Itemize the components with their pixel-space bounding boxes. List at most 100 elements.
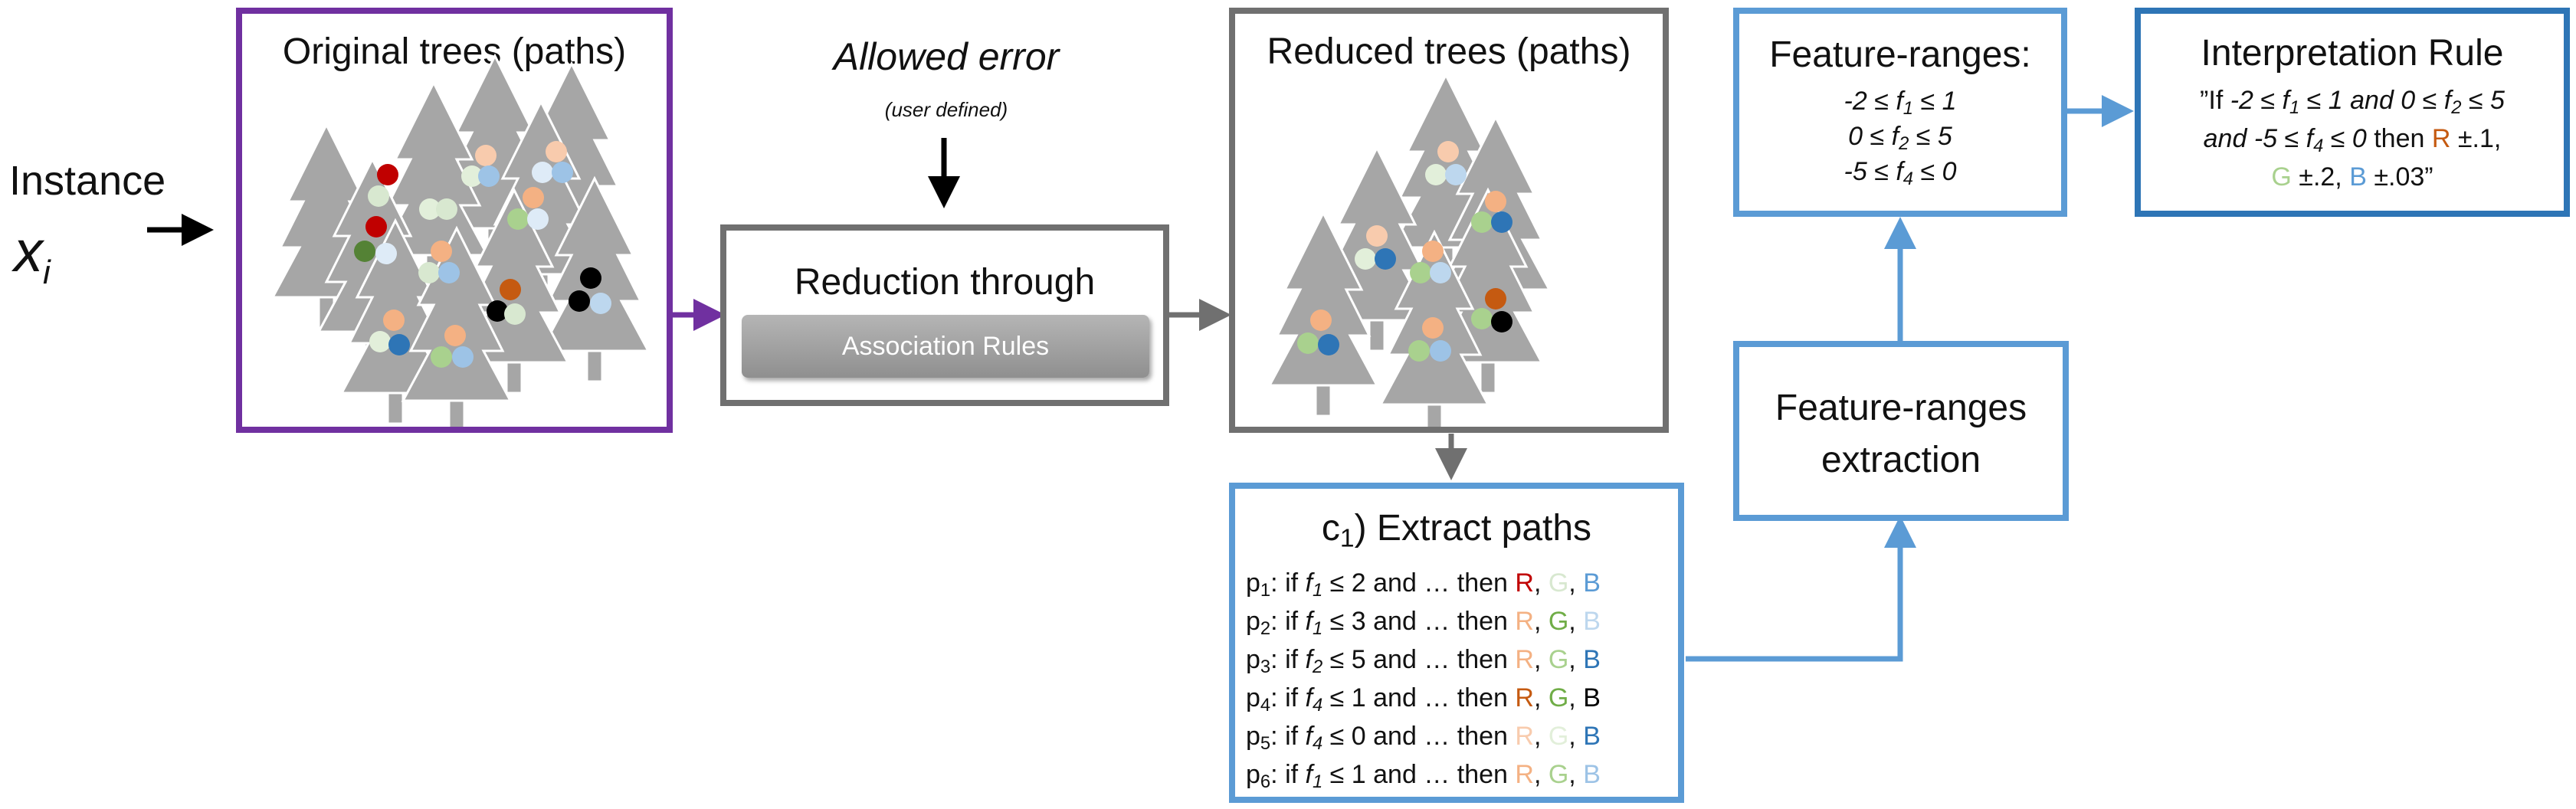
original-trees-box: Original trees (paths): [236, 8, 673, 433]
path-if: : if: [1270, 760, 1306, 789]
path-b: B: [1583, 568, 1601, 598]
path-id-sub: 1: [1260, 579, 1271, 601]
feature-range-2: 0 ≤ f2 ≤ 5: [1739, 120, 2061, 161]
rule-open: ”If: [2200, 86, 2230, 115]
rule-c3s: 4: [2313, 135, 2324, 156]
extraction-line-1: Feature-ranges: [1775, 388, 2027, 428]
rule-line-1: ”If -2 ≤ f1 ≤ 1 and 0 ≤ f2 ≤ 5: [2141, 83, 2564, 126]
path-condition: ≤ 2 and … then: [1322, 568, 1516, 598]
path-r: R: [1515, 760, 1534, 789]
reduction-box: Reduction through Association Rules: [720, 224, 1169, 406]
path-feature: f: [1305, 645, 1313, 674]
instance-var: x: [14, 219, 43, 284]
path-sep-2: ,: [1568, 722, 1584, 751]
path-if: : if: [1270, 568, 1306, 598]
path-b: B: [1583, 722, 1601, 751]
feature-range-3: -5 ≤ f4 ≤ 0: [1739, 155, 2061, 196]
range-feature: f: [1896, 87, 1903, 116]
interpretation-rule-title: Interpretation Rule: [2201, 33, 2504, 74]
path-feature: f: [1305, 722, 1313, 751]
extraction-line-2: extraction: [1821, 440, 1981, 480]
path-id-sub: 2: [1260, 617, 1271, 639]
reduction-title: Reduction through: [794, 262, 1096, 303]
rule-c2s: 2: [2451, 97, 2462, 118]
path-b: B: [1583, 645, 1601, 674]
rule-g-label: G: [2271, 162, 2292, 192]
path-if: : if: [1270, 645, 1306, 674]
rule-c1s: 1: [2289, 97, 2300, 118]
range-feature: f: [1891, 122, 1899, 151]
path-condition: ≤ 3 and … then: [1322, 607, 1516, 636]
path-rule-4: p4: if f4 ≤ 1 and … then R, G, B: [1246, 679, 1601, 725]
path-feature-sub: 1: [1312, 771, 1323, 792]
rule-line-2: and -5 ≤ f4 ≤ 0 then R ±.1,: [2141, 121, 2564, 164]
path-feature-sub: 4: [1312, 732, 1323, 754]
path-feature: f: [1305, 683, 1313, 712]
rule-then: then: [2366, 124, 2432, 153]
path-if: : if: [1270, 607, 1306, 636]
path-feature: f: [1305, 568, 1313, 598]
path-g: G: [1548, 760, 1569, 789]
path-rule-2: p2: if f1 ≤ 3 and … then R, G, B: [1246, 602, 1601, 648]
extract-paths-title: c1) Extract paths: [1235, 507, 1678, 560]
rule-r-tol: ±.1,: [2450, 124, 2502, 153]
path-feature: f: [1305, 760, 1313, 789]
path-r: R: [1515, 607, 1534, 636]
range-low: -5 ≤: [1844, 157, 1896, 186]
path-sep-1: ,: [1533, 760, 1549, 789]
rule-c3a: and -5 ≤: [2203, 124, 2306, 153]
path-id: p: [1246, 760, 1260, 789]
range-high: ≤ 5: [1909, 122, 1952, 151]
association-rules-button[interactable]: Association Rules: [742, 315, 1149, 378]
path-feature-sub: 2: [1312, 656, 1323, 677]
reduced-trees-illustration: [1268, 74, 1551, 427]
path-id-sub: 3: [1260, 656, 1271, 677]
path-sep-1: ,: [1533, 683, 1549, 712]
range-feature-sub: 1: [1903, 97, 1914, 119]
path-id: p: [1246, 607, 1260, 636]
path-r: R: [1515, 645, 1534, 674]
path-feature-sub: 4: [1312, 694, 1323, 716]
reduced-trees-box: Reduced trees (paths): [1229, 8, 1669, 433]
path-sep-2: ,: [1568, 645, 1584, 674]
path-sep-2: ,: [1568, 760, 1584, 789]
extract-title-rest: ) Extract paths: [1354, 508, 1592, 549]
path-feature-sub: 1: [1312, 579, 1323, 601]
path-sep-1: ,: [1533, 722, 1549, 751]
path-rule-3: p3: if f2 ≤ 5 and … then R, G, B: [1246, 640, 1601, 686]
range-feature-sub: 2: [1899, 133, 1909, 154]
feature-ranges-extraction-box: Feature-ranges extraction: [1733, 341, 2069, 521]
path-id: p: [1246, 568, 1260, 598]
range-high: ≤ 1: [1913, 87, 1957, 116]
path-condition: ≤ 5 and … then: [1322, 645, 1516, 674]
path-if: : if: [1270, 722, 1306, 751]
path-id-sub: 5: [1260, 732, 1271, 754]
path-condition: ≤ 0 and … then: [1322, 722, 1516, 751]
rule-c1f: f: [2282, 86, 2289, 115]
path-b: B: [1583, 683, 1601, 712]
interpretation-rule-box: Interpretation Rule ”If -2 ≤ f1 ≤ 1 and …: [2135, 8, 2570, 217]
extract-title-prefix: c: [1321, 508, 1340, 549]
path-rule-6: p6: if f1 ≤ 1 and … then R, G, B: [1246, 755, 1601, 801]
feature-ranges-title: Feature-ranges:: [1769, 34, 2031, 75]
rule-c3b: ≤ 0: [2323, 124, 2367, 153]
path-id-sub: 6: [1260, 771, 1271, 792]
path-sep-1: ,: [1533, 568, 1549, 598]
allowed-error-title: Allowed error: [833, 35, 1060, 78]
rule-c2b: ≤ 5: [2461, 86, 2505, 115]
path-b: B: [1583, 607, 1601, 636]
path-if: : if: [1270, 683, 1306, 712]
instance-sub: i: [43, 254, 51, 291]
path-sep-1: ,: [1533, 645, 1549, 674]
path-condition: ≤ 1 and … then: [1322, 760, 1516, 789]
path-g: G: [1548, 722, 1569, 751]
extract-title-sub: 1: [1339, 524, 1355, 553]
feature-range-1: -2 ≤ f1 ≤ 1: [1739, 84, 2061, 126]
path-g: G: [1548, 568, 1569, 598]
path-r: R: [1515, 683, 1534, 712]
rule-c1b: ≤ 1 and 0 ≤: [2299, 86, 2444, 115]
path-r: R: [1515, 722, 1534, 751]
path-sep-2: ,: [1568, 568, 1584, 598]
